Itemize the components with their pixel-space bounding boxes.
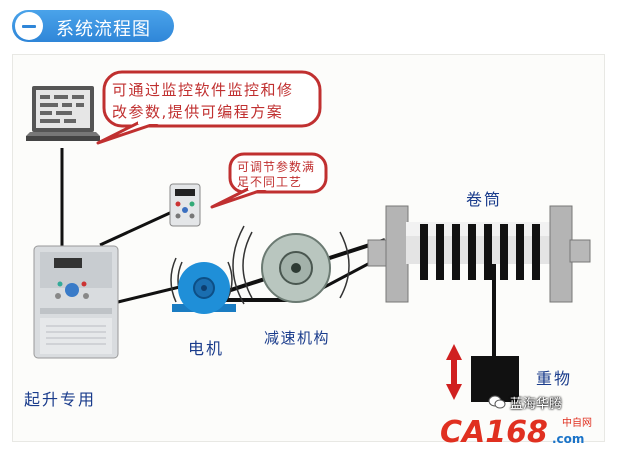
logo-cn: 中自网 (562, 416, 592, 429)
drum-label: 卷筒 (466, 190, 502, 209)
logo-suffix: .com (552, 432, 584, 446)
laptop-icon (26, 86, 100, 141)
reducer-label: 减速机构 (264, 329, 330, 347)
line-keypad-to-inverter (99, 210, 173, 247)
section-title: 系统流程图 (56, 19, 151, 40)
inverter-icon (33, 245, 119, 359)
drum-icon (367, 205, 591, 303)
weight-label: 重物 (536, 369, 572, 388)
section-header: 系统流程图 (12, 10, 174, 42)
wechat-icon (488, 395, 506, 409)
params-bubble-line-2: 足不同工艺 (237, 175, 302, 189)
motor-label: 电机 (188, 339, 224, 358)
logo-main: CA168 (440, 415, 548, 448)
software-bubble-line-1: 可通过监控软件监控和修 (112, 81, 294, 99)
software-bubble-line-2: 改参数,提供可编程方案 (112, 103, 283, 121)
params-bubble-line-1: 可调节参数满 (237, 159, 315, 174)
reducer-icon (232, 225, 350, 305)
ca168-logo: CA168 .com 中自网 (440, 415, 592, 448)
software-bubble: 可通过监控软件监控和修 改参数,提供可编程方案 (96, 70, 322, 145)
weight-icon (471, 356, 519, 402)
keypad-icon (169, 183, 201, 227)
hoist-label: 起升专用 (24, 390, 96, 409)
watermark-text: 蓝海华腾 (510, 397, 563, 412)
motor-icon (170, 257, 236, 314)
minus-circle-icon (15, 12, 43, 40)
up-down-arrow-icon (446, 344, 462, 400)
params-bubble: 可调节参数满 足不同工艺 (210, 152, 328, 209)
